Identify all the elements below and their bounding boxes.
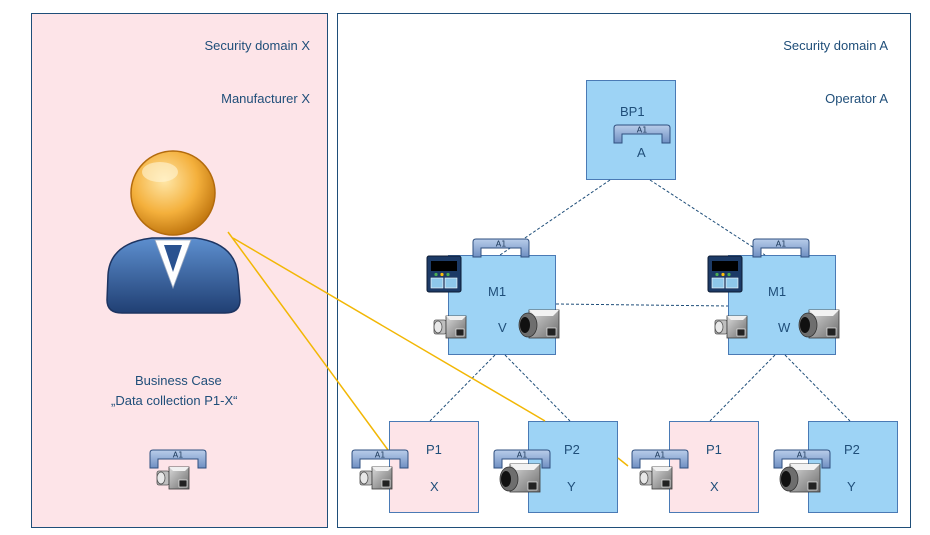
data-link-p2-y — [232, 237, 546, 422]
asset-badge-icon — [631, 449, 689, 469]
link-m1v-m1w — [555, 303, 729, 307]
link-m1v-p1 — [429, 354, 496, 422]
node-p1-x-right-name: P1 — [706, 442, 722, 457]
monitor-icon — [707, 255, 743, 293]
link-m1v-p2 — [504, 354, 571, 422]
node-p1-x-left — [389, 421, 479, 513]
node-p1-x-right-sub: X — [710, 479, 719, 494]
node-m1-v-sub: V — [498, 320, 507, 335]
speaker-icon — [779, 463, 821, 493]
operator-a-label: Operator A — [825, 91, 888, 106]
speaker-icon — [518, 309, 560, 339]
camera-icon — [639, 466, 673, 490]
asset-badge-icon — [149, 449, 207, 469]
node-m1-w-name: M1 — [768, 284, 787, 299]
link-m1w-p2 — [784, 354, 851, 422]
asset-badge-icon — [613, 124, 671, 144]
network-links — [429, 179, 851, 422]
manufacturer-x-label: Manufacturer X — [221, 91, 310, 106]
node-bp1-sub: A — [637, 145, 646, 160]
data-link-p1-x — [227, 231, 389, 451]
node-bp1-name: BP1 — [620, 104, 645, 119]
camera-icon — [433, 315, 467, 339]
node-p2-y-right-sub: Y — [847, 479, 856, 494]
asset-badge-icon — [752, 238, 810, 258]
business-case-name: „Data collection P1-X“ — [111, 393, 238, 408]
node-p2-y-left-sub: Y — [567, 479, 576, 494]
asset-badge-icon — [351, 449, 409, 469]
node-m1-v-name: M1 — [488, 284, 507, 299]
link-m1w-p1 — [709, 354, 776, 422]
monitor-icon — [426, 255, 462, 293]
security-domain-a-label: Security domain A — [783, 38, 888, 53]
camera-icon — [359, 466, 393, 490]
camera-icon — [714, 315, 748, 339]
data-link-p1-x-right — [617, 457, 629, 467]
camera-icon — [156, 466, 190, 490]
node-m1-w-sub: W — [778, 320, 791, 335]
business-case-title: Business Case — [135, 373, 222, 388]
speaker-icon — [499, 463, 541, 493]
data-collection-links — [227, 231, 629, 467]
node-p2-y-right-name: P2 — [844, 442, 860, 457]
speaker-icon — [798, 309, 840, 339]
node-p1-x-left-name: P1 — [426, 442, 442, 457]
link-bp1-m1w — [649, 179, 766, 256]
node-p1-x-left-sub: X — [430, 479, 439, 494]
security-domain-x-label: Security domain X — [204, 38, 311, 53]
node-p2-y-left-name: P2 — [564, 442, 580, 457]
user-icon — [106, 150, 241, 314]
